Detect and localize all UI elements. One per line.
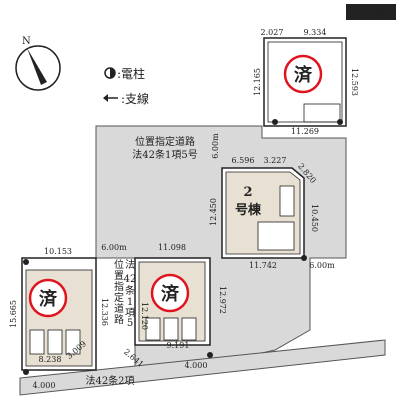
dim-road-width-right: 6.00m: [309, 261, 335, 270]
dim-road-width-top: 6.00m: [211, 133, 220, 159]
dim-top-b: 9.334: [304, 28, 327, 37]
lower-road-label: 法42条2項: [85, 374, 134, 387]
dim-lot2-top-b: 3.227: [264, 156, 287, 165]
pole-icon: [337, 119, 343, 125]
dim-lot2-bottom: 11.742: [249, 261, 277, 270]
designated-road-label: 位置指定道路: [135, 135, 195, 148]
arrow-left-icon: [103, 94, 108, 102]
svg-text:42: 42: [124, 274, 137, 285]
sold-circle-top: [283, 54, 323, 94]
svg-text:位: 位: [114, 258, 124, 271]
svg-text:路: 路: [114, 313, 124, 326]
svg-text:置: 置: [114, 270, 124, 282]
lot-top: [263, 37, 347, 127]
lower-road: [19, 339, 386, 396]
svg-text:条: 条: [125, 284, 135, 297]
dim-mid-bottom-b: 9.191: [167, 341, 190, 350]
dim-mid-top: 11.098: [158, 243, 186, 252]
svg-text:指: 指: [114, 280, 124, 293]
legend-guy-wire: :支線: [121, 91, 149, 106]
lot-2-number: 2: [243, 185, 252, 200]
page-title: 区画図: [355, 6, 388, 19]
dim-lot2-right: 10.450: [310, 204, 319, 232]
dim-road-width-left: 6.00m: [101, 243, 127, 252]
sold-mark-top: 済: [294, 64, 313, 86]
sold-mark-left: 済: [39, 288, 58, 310]
compass-icon: N: [15, 36, 61, 91]
dim-top-bottom: 11.269: [291, 127, 319, 136]
dim-top-right: 12.593: [350, 68, 359, 96]
svg-text:定: 定: [114, 291, 124, 304]
sold-circle-middle: [150, 273, 190, 313]
svg-text:項: 項: [125, 307, 135, 319]
dim-left-top: 10.153: [44, 247, 72, 256]
dim-left-inner: 12.336: [100, 298, 109, 326]
dim-bottom-left: 4.000: [33, 381, 56, 390]
north-label: N: [22, 36, 31, 47]
dim-mid-right: 12.972: [218, 286, 227, 314]
lot-2-name: 号棟: [235, 202, 262, 218]
dim-left-bottom-a: 8.238: [39, 355, 62, 364]
designated-road-law: 法42条1項5号: [132, 148, 197, 161]
pole-icon: [207, 352, 213, 358]
title-badge: [346, 4, 396, 20]
dim-top-a: 2.027: [261, 28, 284, 37]
pole-icon: [23, 369, 29, 375]
svg-text:道: 道: [114, 302, 124, 315]
pole-icon: [23, 259, 29, 265]
road-area: [95, 125, 347, 369]
dim-bottom-right: 4.000: [185, 361, 208, 370]
svg-text:1: 1: [127, 297, 133, 308]
dim-lot2-left: 12.450: [209, 198, 218, 226]
legend-pole: :電柱: [117, 66, 145, 81]
svg-text:法: 法: [125, 258, 135, 271]
pole-icon: [272, 119, 278, 125]
svg-text:5: 5: [127, 318, 133, 329]
dim-top-left: 12.165: [253, 68, 262, 96]
sold-circle-left: [28, 278, 68, 318]
vertical-road-label: 位 置 指 定 道 路 法 42 条 1 項 5: [114, 258, 136, 329]
dim-left-side: 15.665: [9, 300, 18, 328]
dim-mid-inner: 12.120: [140, 302, 149, 330]
sold-mark-middle: 済: [161, 283, 180, 305]
legend: :電柱 :支線: [103, 66, 149, 106]
dim-lot2-top-a: 6.596: [232, 156, 255, 165]
pole-icon: [301, 255, 307, 261]
